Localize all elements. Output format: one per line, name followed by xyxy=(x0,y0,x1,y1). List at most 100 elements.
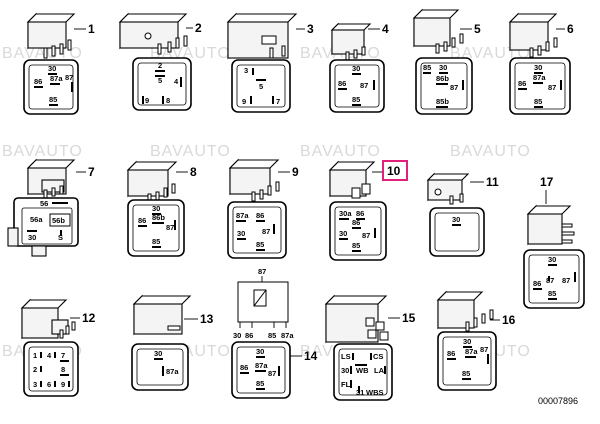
terminal-marker xyxy=(439,72,448,74)
shape xyxy=(253,289,267,307)
terminal-marker xyxy=(256,79,266,81)
pin-label: 85 xyxy=(462,369,470,378)
terminal-marker xyxy=(40,366,42,372)
terminal-marker xyxy=(560,80,562,90)
terminal-marker xyxy=(374,228,376,238)
pin-label: 30 xyxy=(341,366,349,375)
pin-label: 56a xyxy=(30,215,43,224)
socket-face xyxy=(528,254,580,304)
terminal-marker xyxy=(256,388,265,390)
callout-3: 3 xyxy=(307,22,314,36)
pin-label: 86 xyxy=(352,218,360,227)
relay-prong xyxy=(465,321,470,332)
pin-label: 87a xyxy=(50,74,63,83)
relay-prong xyxy=(261,35,277,45)
relay-prong xyxy=(65,325,70,335)
relay-prong xyxy=(435,43,440,54)
terminal-marker xyxy=(452,224,461,226)
pin-label: 87 xyxy=(262,227,270,236)
relay-housing xyxy=(133,303,183,335)
relay-14: 87 30 86 85 87a 14 30 86 87a 87 85 xyxy=(231,267,318,399)
relay-12: 12 1 4 7 2 8 3 6 9 xyxy=(20,298,96,397)
terminal-marker xyxy=(152,246,161,248)
pin-label: 87 xyxy=(258,267,266,276)
terminal-marker xyxy=(142,96,144,104)
terminal-marker xyxy=(533,288,542,290)
relay-housing xyxy=(118,13,188,23)
relay-2: 2 2 5 4 9 8 xyxy=(118,12,202,111)
terminal-marker xyxy=(352,227,361,229)
terminal-marker xyxy=(52,202,68,204)
pin-label: 86 xyxy=(34,77,42,86)
pin-label: 30 xyxy=(439,63,447,72)
terminal-marker xyxy=(138,225,147,227)
relay-6: 6 30 86 87a 87 85 xyxy=(508,12,574,115)
pin-label: 87 xyxy=(562,276,570,285)
terminal-marker xyxy=(54,381,56,387)
watermark-text: BAVAUTO xyxy=(150,143,231,160)
terminal-marker xyxy=(352,353,354,360)
pin-label: 86 xyxy=(518,79,526,88)
pin-label: 85 xyxy=(352,95,360,104)
relay-prong xyxy=(251,191,256,202)
pin-label: 5 xyxy=(158,76,162,85)
terminal-marker xyxy=(370,353,372,360)
relay-prong xyxy=(537,45,542,56)
pin-label: 86 xyxy=(245,331,253,340)
terminal-marker xyxy=(358,386,360,393)
pin-label: 9 xyxy=(145,96,149,105)
pin-label: 9 xyxy=(61,380,65,389)
callout-7: 7 xyxy=(88,165,95,179)
pin-label: 86 xyxy=(338,79,346,88)
pin-label: 87a xyxy=(166,367,179,376)
pin-label: 85 xyxy=(548,289,556,298)
relay-housing xyxy=(228,159,280,169)
callout-11: 11 xyxy=(486,175,499,189)
terminal-marker xyxy=(447,358,456,360)
relay-prong xyxy=(51,45,56,57)
pin-label: 87 xyxy=(450,83,458,92)
callout-16: 16 xyxy=(502,313,516,327)
terminal-marker xyxy=(155,75,165,77)
relay-housing xyxy=(132,295,192,305)
pin-label: CS xyxy=(373,352,383,361)
relay-prong xyxy=(361,183,371,195)
socket-face xyxy=(21,207,73,245)
terminal-marker xyxy=(278,366,280,376)
terminal-marker xyxy=(180,77,182,87)
terminal-marker xyxy=(534,72,543,74)
pin-label: 87 xyxy=(548,83,556,92)
terminal-marker xyxy=(49,104,58,106)
relay-housing xyxy=(427,179,463,201)
terminal-marker xyxy=(48,73,57,75)
relay-prong xyxy=(553,37,558,48)
pin-label: 86b xyxy=(436,74,449,83)
relay-prong xyxy=(351,187,361,199)
pin-label: 30 xyxy=(48,64,56,73)
pin-label: 87 xyxy=(65,73,73,82)
relay-prong xyxy=(561,239,573,244)
relay-prong xyxy=(459,33,464,44)
pin-label: 85 xyxy=(423,63,431,72)
terminal-marker xyxy=(436,83,448,85)
relay-housing xyxy=(331,29,365,55)
relay-prong xyxy=(449,195,454,205)
relay-16: 16 30 86 87a 87 85 xyxy=(436,290,516,391)
terminal-marker xyxy=(339,218,349,220)
shape xyxy=(434,188,442,196)
relay-prong xyxy=(353,49,358,59)
callout-5: 5 xyxy=(474,22,481,36)
pin-label: 7 xyxy=(276,97,280,106)
terminal-marker xyxy=(256,249,265,251)
terminal-marker xyxy=(236,220,246,222)
pin-label: 30 xyxy=(534,63,542,72)
watermark-row-2: BAVAUTO BAVAUTO BAVAUTO BAVAUTO xyxy=(2,143,530,160)
relay-prong xyxy=(71,321,76,331)
watermark-text: BAVAUTO xyxy=(300,143,381,160)
socket-face xyxy=(132,204,180,252)
terminal-marker xyxy=(384,366,386,374)
relay-housing xyxy=(26,13,76,23)
pin-label: 87 xyxy=(360,81,368,90)
relay-10: 10 30a 86 86 30 87 85 xyxy=(328,160,408,261)
